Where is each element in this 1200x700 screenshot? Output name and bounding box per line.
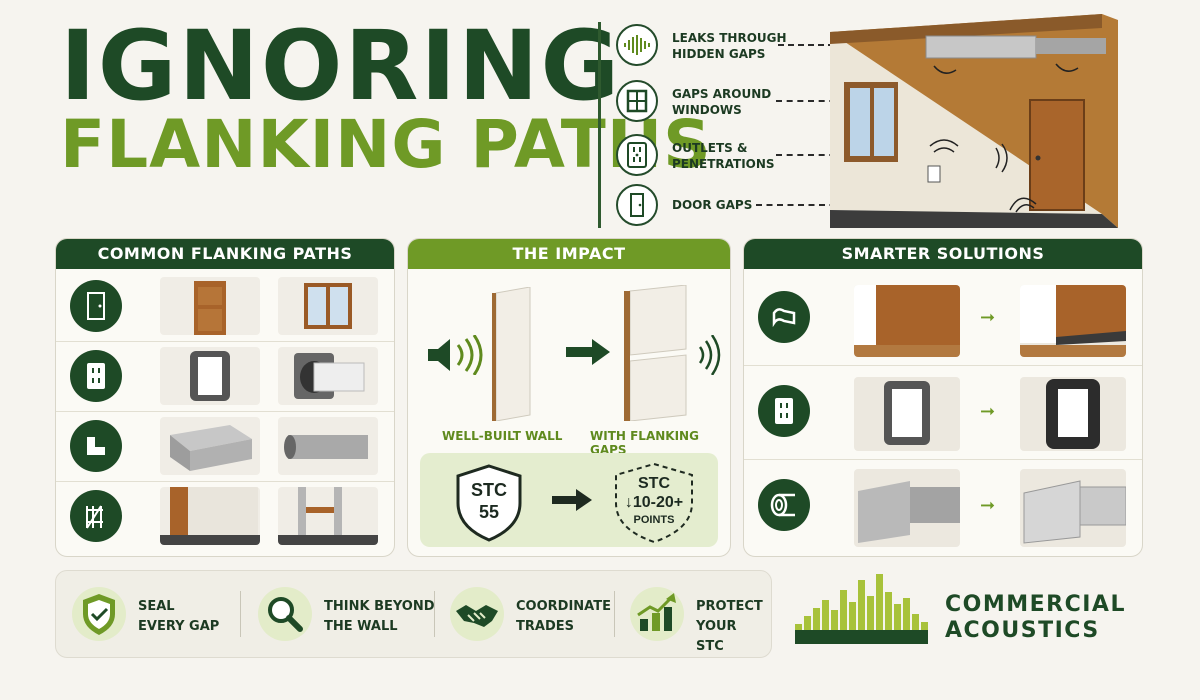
list-item — [56, 271, 394, 342]
stc-comparison: STC 55 STC ↓10-20+ POINTS — [420, 453, 718, 547]
stc-after-badge: STC ↓10-20+ POINTS — [612, 461, 696, 545]
legend-label-line2: PENETRATIONS — [672, 157, 775, 171]
brand-logo-mark — [795, 570, 935, 651]
takeaway-line2: THE WALL — [324, 619, 398, 634]
legend-label-line1: DOOR GAPS — [672, 198, 753, 212]
list-item — [56, 481, 394, 551]
legend-item-hidden-gaps: LEAKS THROUGH HIDDEN GAPS — [616, 24, 846, 70]
legend-item-outlets: OUTLETS & PENETRATIONS — [616, 134, 846, 180]
legend-label-line2: HIDDEN GAPS — [672, 47, 766, 61]
door-photo — [160, 277, 260, 335]
takeaway-line1: COORDINATE — [516, 599, 611, 614]
window-icon — [616, 80, 658, 122]
stc-after-unit: POINTS — [633, 514, 675, 526]
panel-title: SMARTER SOLUTIONS — [744, 239, 1142, 269]
legend-divider — [598, 22, 601, 228]
stc-after-label: STC — [638, 475, 670, 492]
legend-pointer — [756, 204, 846, 206]
stc-before-badge: STC 55 — [454, 463, 524, 543]
growth-chart-icon — [628, 585, 686, 643]
handshake-icon — [448, 585, 506, 643]
title-line-1: IGNORING — [60, 10, 622, 122]
framing-icon — [70, 490, 122, 542]
divider — [434, 591, 435, 637]
takeaway-think-beyond: THINK BEYOND THE WALL — [256, 583, 436, 645]
panel-title: COMMON FLANKING PATHS — [56, 239, 394, 269]
list-item — [56, 341, 394, 412]
arrow-right-icon: ➞ — [980, 495, 996, 515]
arrow-right-icon — [566, 339, 610, 370]
room-illustration — [813, 14, 1118, 230]
duct-before-photo — [854, 469, 960, 547]
duct-elbow-icon — [70, 420, 122, 472]
outlet-icon — [758, 385, 810, 437]
duct-wrap-icon — [758, 479, 810, 531]
title-line-2: FLANKING PATHS — [60, 106, 712, 183]
duct-wrapped-photo — [1020, 469, 1126, 547]
divider — [614, 591, 615, 637]
window-photo — [278, 277, 378, 335]
outlet-sealed-photo — [1020, 377, 1126, 451]
list-item: ➞ — [744, 459, 1142, 555]
list-item: ➞ — [744, 365, 1142, 460]
brand-name: COMMERCIAL ACOUSTICS — [945, 592, 1126, 644]
legend-label-line1: LEAKS THROUGH — [672, 31, 787, 45]
takeaway-protect-stc: PROTECT YOUR STC — [628, 583, 768, 654]
outlet-box-photo — [160, 347, 260, 405]
pipe-penetration-photo — [278, 347, 378, 405]
legend-pointer — [778, 44, 844, 46]
round-duct-photo — [278, 417, 378, 475]
door-icon — [616, 184, 658, 226]
door-icon — [70, 280, 122, 332]
takeaway-coordinate: COORDINATE TRADES — [448, 583, 618, 645]
takeaway-line2: TRADES — [516, 619, 574, 634]
list-item: ➞ — [744, 271, 1142, 366]
wall-joint-photo — [160, 487, 260, 545]
stc-before-label: STC — [471, 480, 507, 500]
cracked-wall-illustration — [624, 284, 690, 426]
impact-panel: THE IMPACT WELL-BUILT WALL WITH FLANKING… — [407, 238, 731, 557]
speaker-icon — [426, 334, 488, 380]
takeaway-line2: YOUR STC — [696, 619, 737, 654]
legend-label-line1: OUTLETS & — [672, 141, 748, 155]
stc-after-value: ↓10-20+ — [624, 494, 684, 511]
takeaway-line2: EVERY GAP — [138, 619, 220, 634]
sound-wave-icon — [616, 24, 658, 66]
brand-line1: COMMERCIAL — [945, 592, 1126, 617]
smarter-solutions-panel: SMARTER SOLUTIONS ➞ ➞ ➞ — [743, 238, 1143, 557]
arrow-right-icon: ➞ — [980, 401, 996, 421]
takeaway-seal: SEAL EVERY GAP — [70, 583, 240, 645]
arrow-right-icon — [552, 489, 592, 516]
door-sweep-icon — [758, 291, 810, 343]
stud-frame-photo — [278, 487, 378, 545]
legend-item-door: DOOR GAPS — [616, 184, 846, 230]
takeaway-line1: PROTECT — [696, 599, 763, 614]
duct-photo — [160, 417, 260, 475]
sound-wave-icon — [696, 334, 722, 380]
legend-pointer — [776, 100, 846, 102]
outlet-icon — [616, 134, 658, 176]
legend-label-line2: WINDOWS — [672, 103, 742, 117]
takeaway-line1: SEAL — [138, 599, 175, 614]
door-before-photo — [854, 285, 960, 357]
key-takeaways-bar: SEAL EVERY GAP THINK BEYOND THE WALL COORD… — [55, 570, 772, 658]
common-flanking-paths-panel: COMMON FLANKING PATHS — [55, 238, 395, 557]
shield-check-icon — [70, 585, 128, 643]
legend-pointer — [776, 154, 846, 156]
door-sealed-photo — [1020, 285, 1126, 357]
list-item — [56, 411, 394, 482]
solid-wall-illustration — [492, 286, 532, 426]
legend-label-line1: GAPS AROUND — [672, 87, 772, 101]
panel-title: THE IMPACT — [408, 239, 730, 269]
outlet-before-photo — [854, 377, 960, 451]
divider — [240, 591, 241, 637]
magnifier-icon — [256, 585, 314, 643]
legend-item-windows: GAPS AROUND WINDOWS — [616, 80, 846, 126]
well-built-wall-label: WELL-BUILT WALL — [442, 429, 563, 443]
arrow-right-icon: ➞ — [980, 307, 996, 327]
stc-before-value: 55 — [478, 502, 500, 522]
outlet-icon — [70, 350, 122, 402]
takeaway-line1: THINK BEYOND — [324, 599, 435, 614]
brand-line2: ACOUSTICS — [945, 618, 1100, 643]
